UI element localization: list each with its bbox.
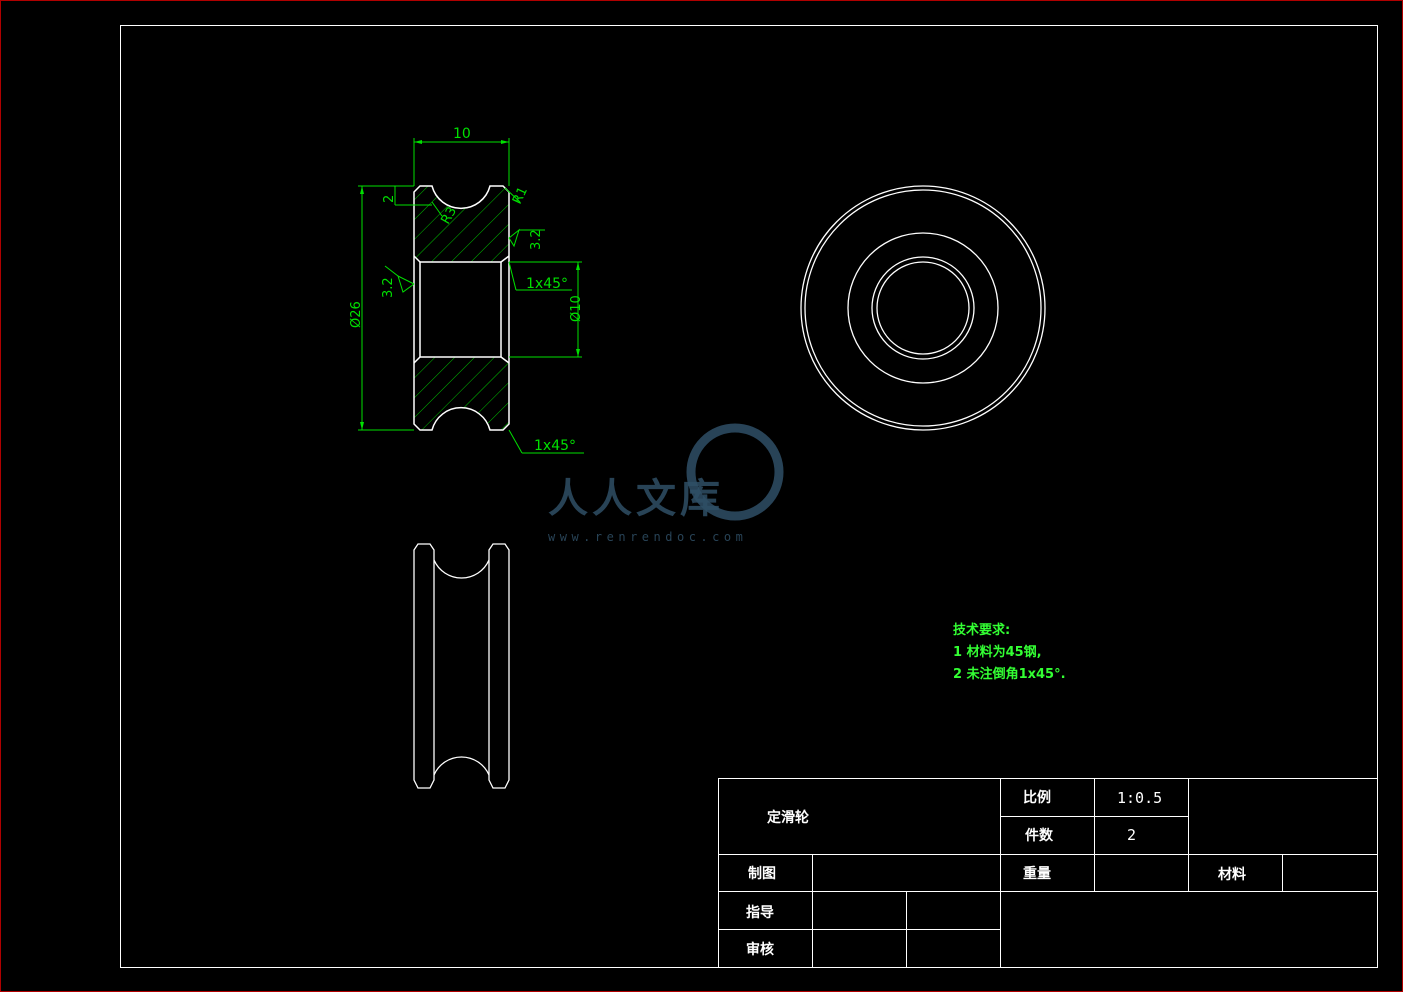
roughness-top-label: 3.2 [529, 229, 544, 250]
drawn-by-label: 制图 [748, 866, 776, 882]
dim-dia26-label: Ø26 [349, 301, 364, 328]
watermark: 人人文库 www.renrendoc.com [545, 420, 845, 550]
section-outline [413, 185, 510, 431]
tech-requirement-2: 2 未注倒角1x45°. [953, 667, 1066, 682]
watermark-logo-icon [686, 423, 784, 521]
side-outline [413, 543, 435, 789]
side-view [413, 543, 510, 789]
chamfer-top-label: 1x45° [526, 276, 568, 292]
dim-groove-depth-label: 2 [382, 195, 397, 203]
watermark-text: 人人文库 [548, 475, 724, 522]
weight-label: 重量 [1023, 866, 1051, 882]
quantity-label: 件数 [1025, 828, 1053, 844]
part-name: 定滑轮 [767, 810, 809, 826]
section-dimensions [358, 138, 584, 454]
front-outer-chamfer [804, 189, 1042, 427]
watermark-url: www.renrendoc.com [548, 530, 748, 544]
quantity-value: 2 [1127, 826, 1137, 844]
section-view [413, 185, 510, 431]
front-view [800, 185, 1046, 431]
side-groove-bottom [433, 756, 490, 776]
section-bore [419, 261, 502, 358]
material-label: 材料 [1218, 867, 1246, 883]
dimension-arrows [360, 140, 580, 430]
front-groove-circle [847, 232, 999, 384]
scale-label: 比例 [1023, 790, 1051, 806]
dim-dia10-label: Ø10 [569, 295, 584, 322]
side-groove-top [433, 559, 490, 579]
tech-requirement-1: 1 材料为45钢, [953, 645, 1042, 660]
side-outline-right [488, 543, 510, 789]
front-outer-circle [800, 185, 1046, 431]
front-bore-circle [871, 256, 975, 360]
dim-width-label: 10 [453, 126, 471, 142]
section-hatch-lower [414, 357, 509, 430]
tech-requirements: 技术要求: 1 材料为45钢, 2 未注倒角1x45°. [953, 620, 1066, 686]
dim-r3-label: R3 [438, 205, 460, 227]
front-bore-chamfer [876, 261, 970, 355]
tech-requirements-title: 技术要求: [953, 623, 1011, 638]
title-block-grid [718, 778, 1378, 968]
section-hatch-upper [414, 186, 509, 262]
review-label: 审核 [746, 942, 774, 958]
guide-label: 指导 [746, 905, 774, 921]
scale-value: 1:0.5 [1117, 789, 1163, 807]
chamfer-bottom-label: 1x45° [534, 438, 576, 454]
roughness-left-label: 3.2 [381, 277, 396, 298]
dim-r1-label: R1 [510, 185, 531, 207]
